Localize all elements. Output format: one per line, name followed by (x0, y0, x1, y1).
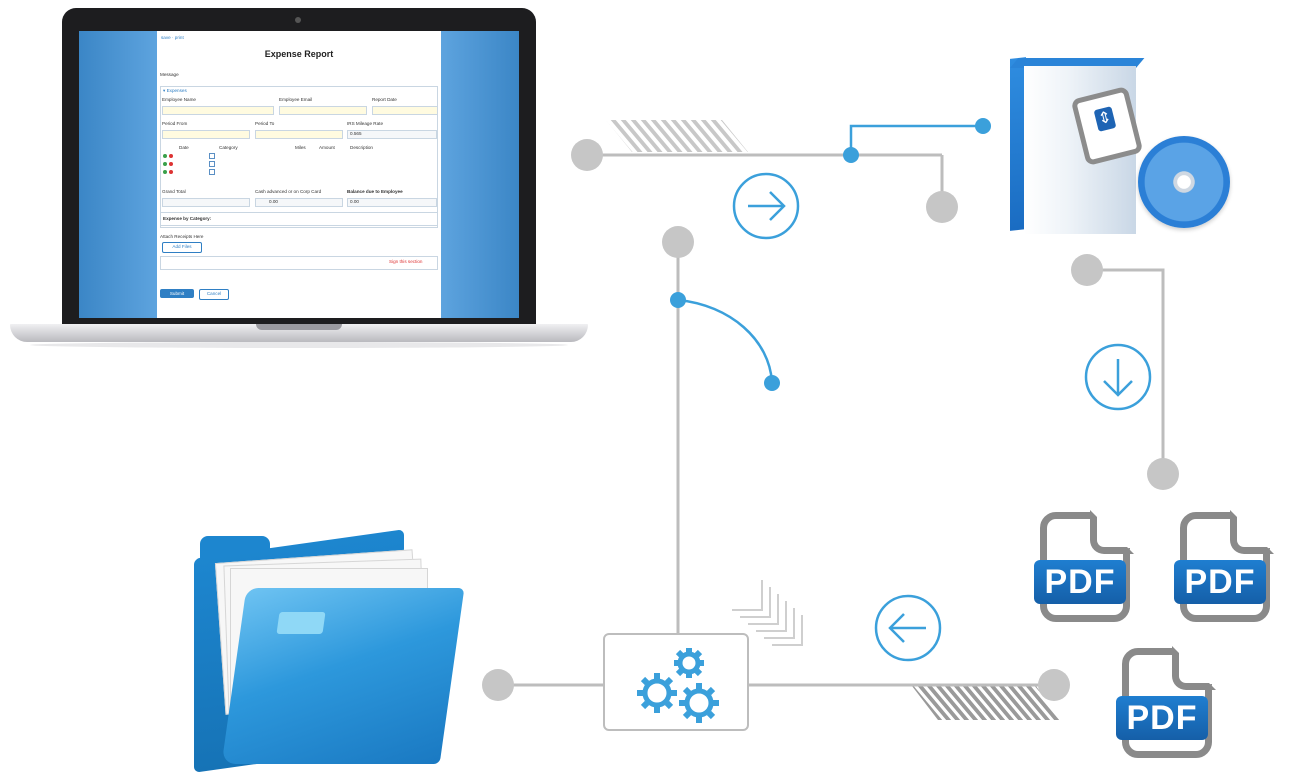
period-from-label: Period From (162, 121, 188, 126)
balance-due-label: Balance due to Employee (347, 189, 403, 194)
laptop-base (10, 324, 588, 342)
node-blue (764, 375, 780, 391)
node-gray (1147, 458, 1179, 490)
calendar-icon[interactable] (209, 161, 215, 167)
pdf-icon: PDF (1116, 646, 1220, 764)
add-row-icon[interactable] (163, 170, 167, 174)
node-gray (926, 191, 958, 223)
period-to-label: Period To (255, 121, 275, 126)
employee-email-field[interactable] (279, 106, 367, 115)
folder-label (276, 612, 326, 634)
form-title: Expense Report (264, 49, 334, 59)
period-to-field[interactable] (255, 130, 343, 139)
motion-hatch-top (606, 120, 748, 152)
motion-fan-lines (732, 580, 803, 646)
report-date-label: Report Date (372, 97, 397, 102)
col-miles: Miles (295, 145, 306, 150)
node-gray (662, 226, 694, 258)
folder-icon (190, 529, 465, 773)
pdf-label: PDF (1034, 560, 1126, 604)
signature-panel (160, 256, 438, 270)
add-row-icon[interactable] (163, 154, 167, 158)
cash-advanced-value: 0.00 (269, 199, 278, 204)
submit-button[interactable]: Submit (160, 289, 194, 298)
period-from-field[interactable] (162, 130, 250, 139)
irs-rate-field (347, 130, 437, 139)
arrow-left-icon (874, 594, 942, 662)
remove-row-icon[interactable] (169, 162, 173, 166)
add-row-icon[interactable] (163, 162, 167, 166)
node-gray (1071, 254, 1103, 286)
expense-by-category-panel (160, 212, 438, 226)
col-date: Date (179, 145, 189, 150)
motion-hatch-bottom (912, 686, 1060, 720)
grand-total-label: Grand Total (162, 189, 186, 194)
report-date-field[interactable] (372, 106, 438, 115)
node-gray (482, 669, 514, 701)
employee-name-field[interactable] (162, 106, 274, 115)
node-gray (1038, 669, 1070, 701)
pdf-icon: PDF (1174, 510, 1278, 628)
attach-receipts-label: Attach Receipts Here (160, 234, 204, 239)
laptop-icon: save · print Expense Report Message ▾ Ex… (10, 8, 588, 350)
laptop-lid: save · print Expense Report Message ▾ Ex… (62, 8, 536, 326)
connector-box-to-pdf (1087, 268, 1165, 472)
pdf-icon: PDF (1034, 510, 1138, 628)
camera-icon (295, 17, 301, 23)
col-amount: Amount (319, 145, 335, 150)
cash-advanced-label: Cash advanced or on Corp Card (255, 189, 322, 194)
calendar-icon[interactable] (209, 169, 215, 175)
expenses-section (160, 86, 438, 228)
node-blue (843, 147, 859, 163)
irs-rate-label: IRS Mileage Rate (347, 121, 384, 126)
employee-email-label: Employee Email (279, 97, 313, 102)
expense-report-form: save · print Expense Report Message ▾ Ex… (157, 31, 441, 318)
grand-total-field (162, 198, 250, 207)
cancel-button[interactable]: Cancel (199, 289, 229, 300)
node-blue (975, 118, 991, 134)
pdf-label: PDF (1116, 696, 1208, 740)
remove-row-icon[interactable] (169, 170, 173, 174)
connector-blue-branch (849, 124, 983, 155)
message-label: Message (160, 72, 179, 77)
sign-section-button[interactable]: Sign this section (389, 259, 423, 264)
gears-processor (603, 633, 749, 731)
software-box-icon: ⇕ (1010, 52, 1230, 242)
node-blue (670, 292, 686, 308)
gears-icon (637, 648, 719, 723)
arrow-right-icon (732, 172, 800, 240)
laptop-screen: save · print Expense Report Message ▾ Ex… (79, 31, 519, 318)
node-gray (571, 139, 603, 171)
arrow-down-icon (1084, 343, 1152, 411)
remove-row-icon[interactable] (169, 154, 173, 158)
connector-blue-arc (677, 298, 774, 384)
expenses-section-toggle[interactable]: ▾ Expenses (163, 88, 187, 93)
balance-due-value: 0.00 (350, 199, 359, 204)
employee-name-label: Employee Name (162, 97, 196, 102)
cd-icon (1138, 136, 1230, 228)
pdf-label: PDF (1174, 560, 1266, 604)
balance-due-field (347, 198, 437, 207)
calendar-icon[interactable] (209, 153, 215, 159)
cash-advanced-field[interactable] (255, 198, 343, 207)
col-category: Category (219, 145, 238, 150)
expense-by-category-label: Expense by Category: (163, 216, 212, 221)
add-files-button[interactable]: Add Files (162, 242, 202, 253)
form-toolbar[interactable]: save · print (161, 35, 184, 40)
irs-rate-value: 0.565 (350, 131, 362, 136)
col-description: Description (350, 145, 373, 150)
